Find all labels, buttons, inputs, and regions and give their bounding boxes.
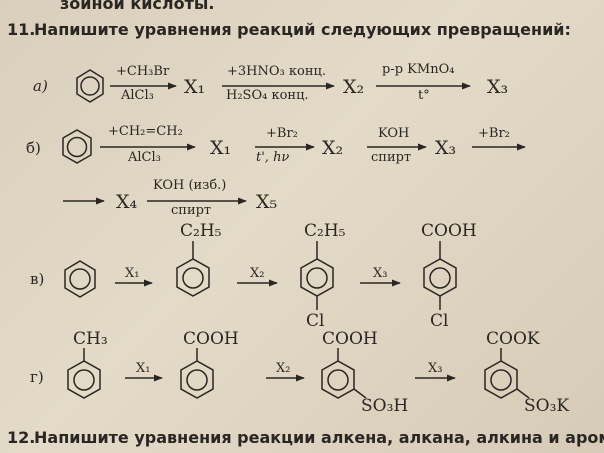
- ethylbenzene-ring: [176, 241, 210, 297]
- row-v-arrow-3-label: X₃: [373, 266, 388, 281]
- carboxyl-substituent-g1: COOH: [183, 329, 239, 349]
- task-11-title: Напишите уравнения реакций следующих пре…: [34, 20, 571, 39]
- row-a-x1: X₁: [184, 76, 206, 98]
- row-a-reagent-2-bottom: H₂SO₄ конц.: [226, 88, 309, 103]
- row-g-arrow-2-label: X₂: [276, 361, 291, 376]
- row-b-reagent-1-top: +CH₂=CH₂: [108, 124, 183, 139]
- chlorobenzoic-acid-ring: [423, 241, 457, 310]
- row-g-arrow-1-label: X₁: [136, 361, 151, 376]
- chloro-substituent-2: Cl: [430, 311, 449, 331]
- row-a-reagent-3-bottom: t°: [418, 88, 430, 103]
- row-b-reagent-2-top: +Br₂: [266, 126, 298, 141]
- row-g-arrow-3-label: X₃: [428, 361, 443, 376]
- row-b-x4: X₄: [116, 191, 138, 213]
- carboxyl-substituent-g2: COOH: [322, 329, 378, 349]
- ethyl-substituent-2: C₂H₅: [304, 221, 346, 241]
- row-a-reagent-1-bottom: AlCl₃: [121, 88, 154, 103]
- row-b-label: б): [26, 139, 41, 157]
- sulfobenzoic-acid-ring: [321, 348, 367, 399]
- carboxyl-substituent: COOH: [421, 221, 477, 241]
- row-a-reagent-2-top: +3HNO₃ конц.: [227, 64, 326, 79]
- row-b-reagent-4-top: +Br₂: [478, 126, 510, 141]
- carboxylate-substituent: COOK: [486, 329, 540, 349]
- potassium-sulfobenzoate-ring: [484, 348, 530, 399]
- benzene-ring-v0: [64, 260, 96, 298]
- methyl-substituent: CH₃: [73, 329, 108, 349]
- sulfonate-substituent: SO₃K: [524, 396, 570, 416]
- task-12-number: 12.: [7, 428, 36, 447]
- row-b-x1: X₁: [210, 137, 232, 159]
- chloro-substituent: Cl: [306, 311, 325, 331]
- row-g-label: г): [30, 368, 44, 386]
- row-b-reagent-5-bottom: спирт: [171, 203, 212, 218]
- row-a-reagent-3-top: р-р KMnO₄: [382, 62, 455, 77]
- row-v-arrow-2-label: X₂: [250, 266, 265, 281]
- row-b-x5: X₅: [256, 191, 278, 213]
- row-a-x3: X₃: [487, 76, 509, 98]
- benzoic-acid-ring: [180, 348, 214, 399]
- row-b-x3: X₃: [435, 137, 457, 159]
- previous-task-fragment: зойной кислоты.: [60, 0, 215, 13]
- ethyl-substituent: C₂H₅: [180, 221, 222, 241]
- row-b-reagent-1-bottom: AlCl₃: [128, 150, 161, 165]
- row-b-reagent-3-bottom: спирт: [371, 150, 412, 165]
- row-a-reagent-1-top: +CH₃Br: [116, 64, 170, 79]
- benzene-ring-a: [76, 69, 104, 103]
- row-a-x2: X₂: [343, 76, 365, 98]
- row-v-label: в): [30, 270, 45, 288]
- task-11-number: 11.: [7, 20, 36, 39]
- chloroethylbenzene-ring: [300, 241, 334, 310]
- row-b-x2: X₂: [322, 137, 344, 159]
- sulfo-substituent: SO₃H: [361, 396, 409, 416]
- row-a-label: a): [33, 77, 48, 95]
- row-b-reagent-2-bottom: t', hν: [256, 150, 290, 165]
- task-12-text: Напишите уравнения реакции алкена, алкан…: [34, 428, 604, 447]
- toluene-ring: [67, 348, 101, 399]
- row-b-reagent-5-top: KOH (изб.): [153, 178, 227, 193]
- row-b-reagent-3-top: KOH: [378, 126, 410, 141]
- benzene-ring-b: [62, 129, 92, 164]
- row-v-arrow-1-label: X₁: [125, 266, 140, 281]
